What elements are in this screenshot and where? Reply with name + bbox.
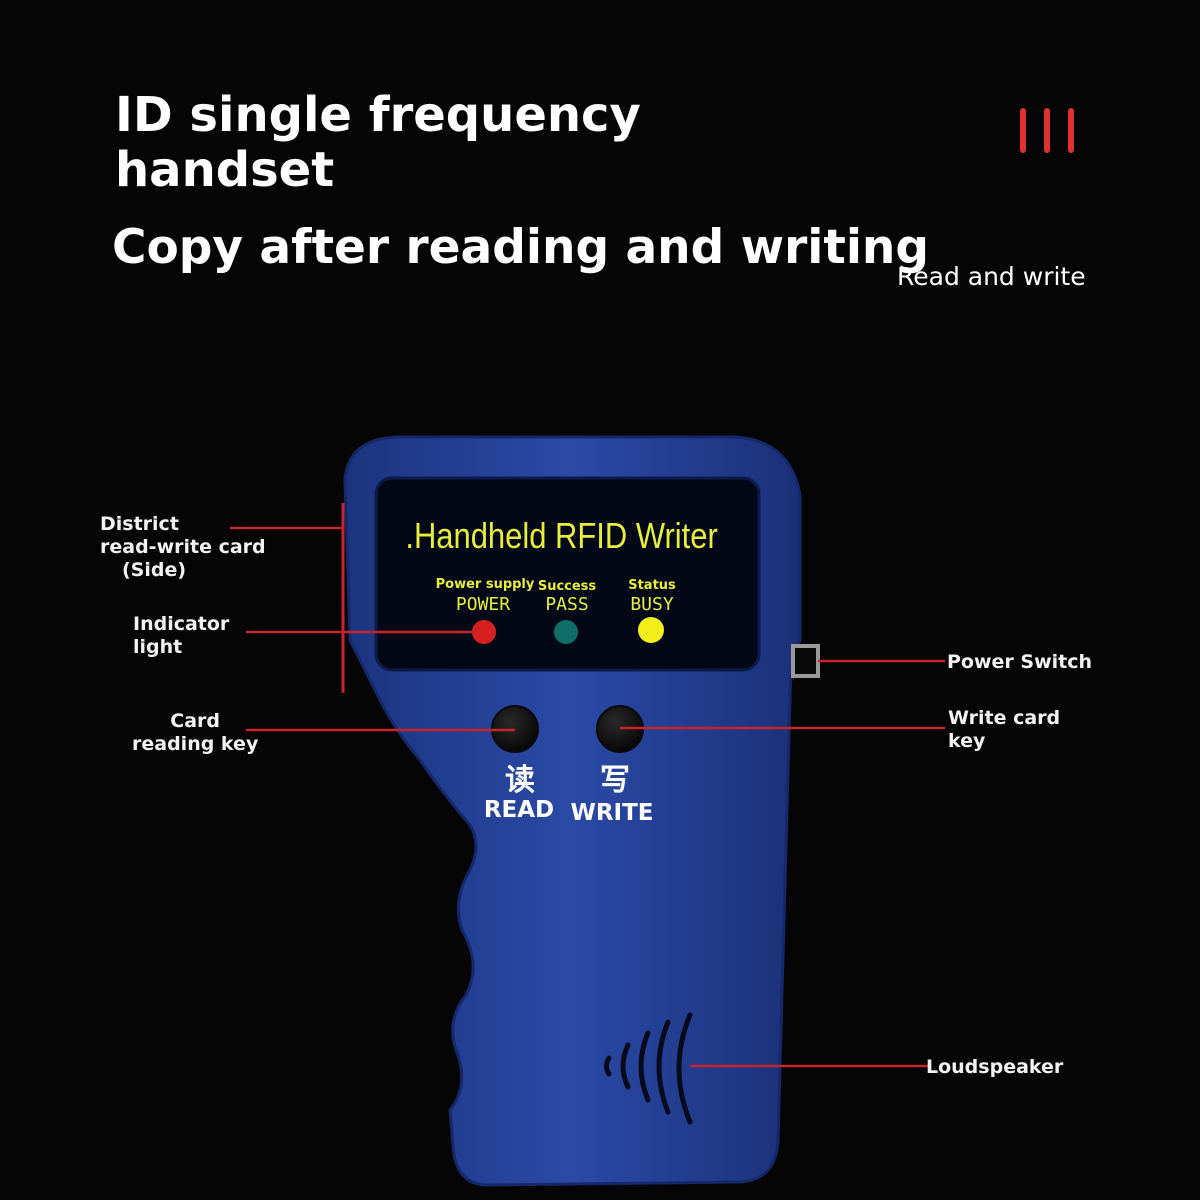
indicator-label-pass: PASS [545, 594, 588, 615]
callout-line: Indicator [133, 613, 230, 635]
callout-line: Loudspeaker [926, 1056, 1064, 1078]
red-bar [1044, 108, 1050, 153]
red-bar [1068, 108, 1074, 153]
leader-lines [230, 526, 945, 1068]
callout-line: reading key [132, 733, 259, 755]
lcd-title: .Handheld RFID Writer [405, 517, 717, 557]
pass-led [554, 620, 578, 644]
write-key-label: WRITE [570, 800, 653, 826]
callout-power-switch: Power Switch [947, 651, 1092, 674]
callout-line: Card [170, 710, 221, 732]
page-title: ID single frequency handset [115, 87, 641, 198]
write-key-glyph: 写 [600, 763, 630, 798]
lcd-screen [374, 476, 761, 672]
indicator-caption-power: Power supply [436, 577, 535, 592]
power-switch-icon[interactable] [791, 644, 820, 678]
callout-line: District [100, 513, 179, 535]
speaker-waves-icon [604, 1012, 693, 1125]
red-bar [1020, 108, 1026, 153]
busy-led [638, 617, 664, 643]
red-bars-icon [1018, 108, 1080, 154]
indicator-caption-success: Success [538, 579, 597, 594]
callout-card-reading-key: Card reading key [132, 710, 258, 756]
read-key-label: READ [484, 797, 554, 823]
read-key-glyph: 读 [505, 763, 535, 798]
callout-district-card: District read-write card (Side) [100, 513, 266, 582]
callout-line: (Side) [122, 559, 187, 581]
tagline: Read and write [897, 262, 1086, 291]
callout-line: Write card [948, 707, 1061, 729]
callout-indicator-light: Indicator light [133, 613, 229, 659]
indicator-label-power: POWER [456, 594, 510, 615]
indicator-label-busy: BUSY [630, 594, 674, 615]
callout-loudspeaker: Loudspeaker [926, 1056, 1063, 1079]
indicator-caption-status: Status [628, 578, 676, 593]
callout-write-card-key: Write card key [948, 707, 1060, 753]
callout-line: Power Switch [947, 651, 1093, 673]
callout-line: key [948, 730, 986, 752]
callout-line: light [133, 636, 183, 658]
callout-line: read-write card [100, 536, 266, 558]
page-subtitle: Copy after reading and writing [112, 220, 930, 275]
